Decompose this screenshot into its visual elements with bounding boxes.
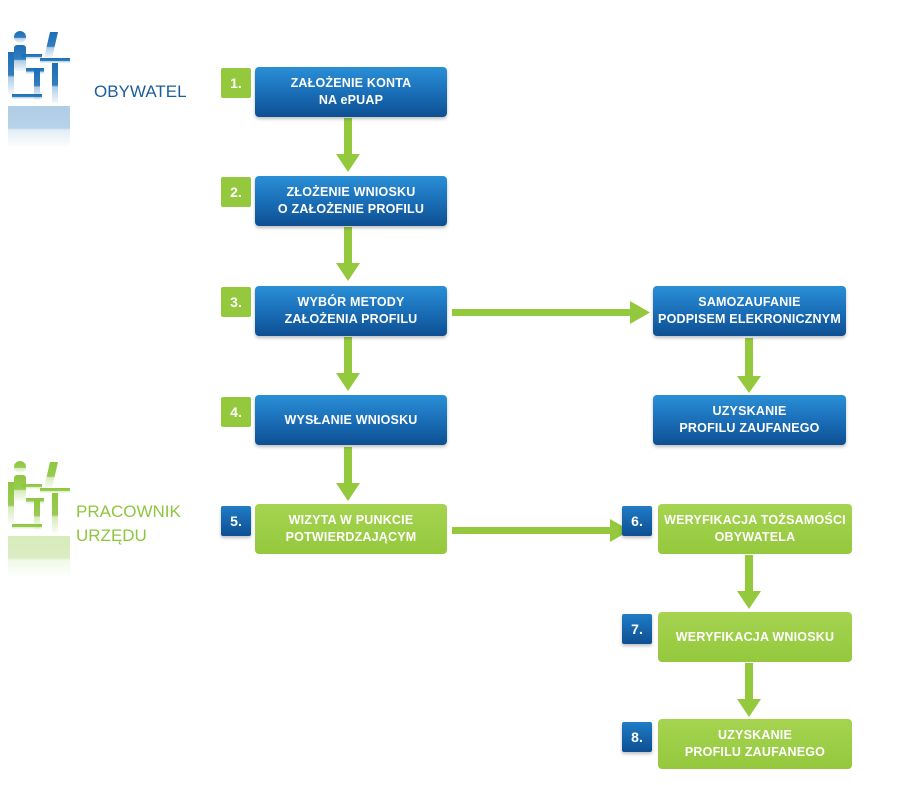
branch-box-obtain-profile: UZYSKANIE PROFILU ZAUFANEGO [653, 395, 846, 445]
step-number-8: 8. [622, 722, 652, 752]
arrow-1-2 [344, 118, 352, 156]
arrow-2-3-head [336, 263, 360, 281]
arrow-3-signature [452, 309, 632, 316]
arrow-6-7-head [737, 591, 761, 609]
step-number-7: 7. [622, 614, 652, 644]
arrow-3-signature-head [630, 301, 650, 324]
step-box-send-application: WYSŁANIE WNIOSKU [255, 395, 447, 445]
branch-box-signature: SAMOZAUFANIE PODPISEM ELEKRONICZNYM [653, 286, 846, 336]
arrow-6-7 [745, 555, 753, 593]
step-box-visit-point: WIZYTA W PUNKCIE POTWIERDZAJĄCYM [255, 504, 447, 554]
person-at-computer-icon [8, 461, 70, 576]
step-number-3: 3. [221, 287, 251, 317]
step-box-submit-application: ZŁOŻENIE WNIOSKU O ZAŁOŻENIE PROFILU [255, 176, 447, 226]
step-box-create-account: ZAŁOŻENIE KONTA NA ePUAP [255, 67, 447, 117]
actor-label-citizen: OBYWATEL [94, 82, 187, 101]
step-box-choose-method: WYBÓR METODY ZAŁOŻENIA PROFILU [255, 286, 447, 336]
step-number-2: 2. [221, 177, 251, 207]
arrow-7-8-head [737, 699, 761, 717]
arrow-4-5 [344, 447, 352, 485]
step-box-obtain-profile: UZYSKANIE PROFILU ZAUFANEGO [658, 719, 852, 769]
arrow-2-3 [344, 227, 352, 265]
step-number-6: 6. [622, 506, 652, 536]
step-box-verify-application: WERYFIKACJA WNIOSKU [658, 612, 852, 662]
arrow-5-6-head [610, 519, 630, 542]
step-number-1: 1. [221, 68, 251, 98]
arrow-signature-result-head [737, 376, 761, 393]
arrow-4-5-head [336, 483, 360, 501]
step-number-4: 4. [221, 397, 251, 427]
arrow-3-4-head [336, 373, 360, 391]
arrow-3-4 [344, 337, 352, 375]
step-box-verify-identity: WERYFIKACJA TOŻSAMOŚCI OBYWATELA [658, 504, 852, 554]
arrow-5-6 [452, 527, 612, 534]
arrow-7-8 [745, 663, 753, 701]
arrow-signature-result [745, 338, 753, 378]
actor-label-clerk: PRACOWNIK URZĘDU [76, 502, 181, 545]
arrow-1-2-head [336, 154, 360, 172]
step-number-5: 5. [221, 506, 251, 536]
person-at-computer-icon [8, 31, 70, 146]
